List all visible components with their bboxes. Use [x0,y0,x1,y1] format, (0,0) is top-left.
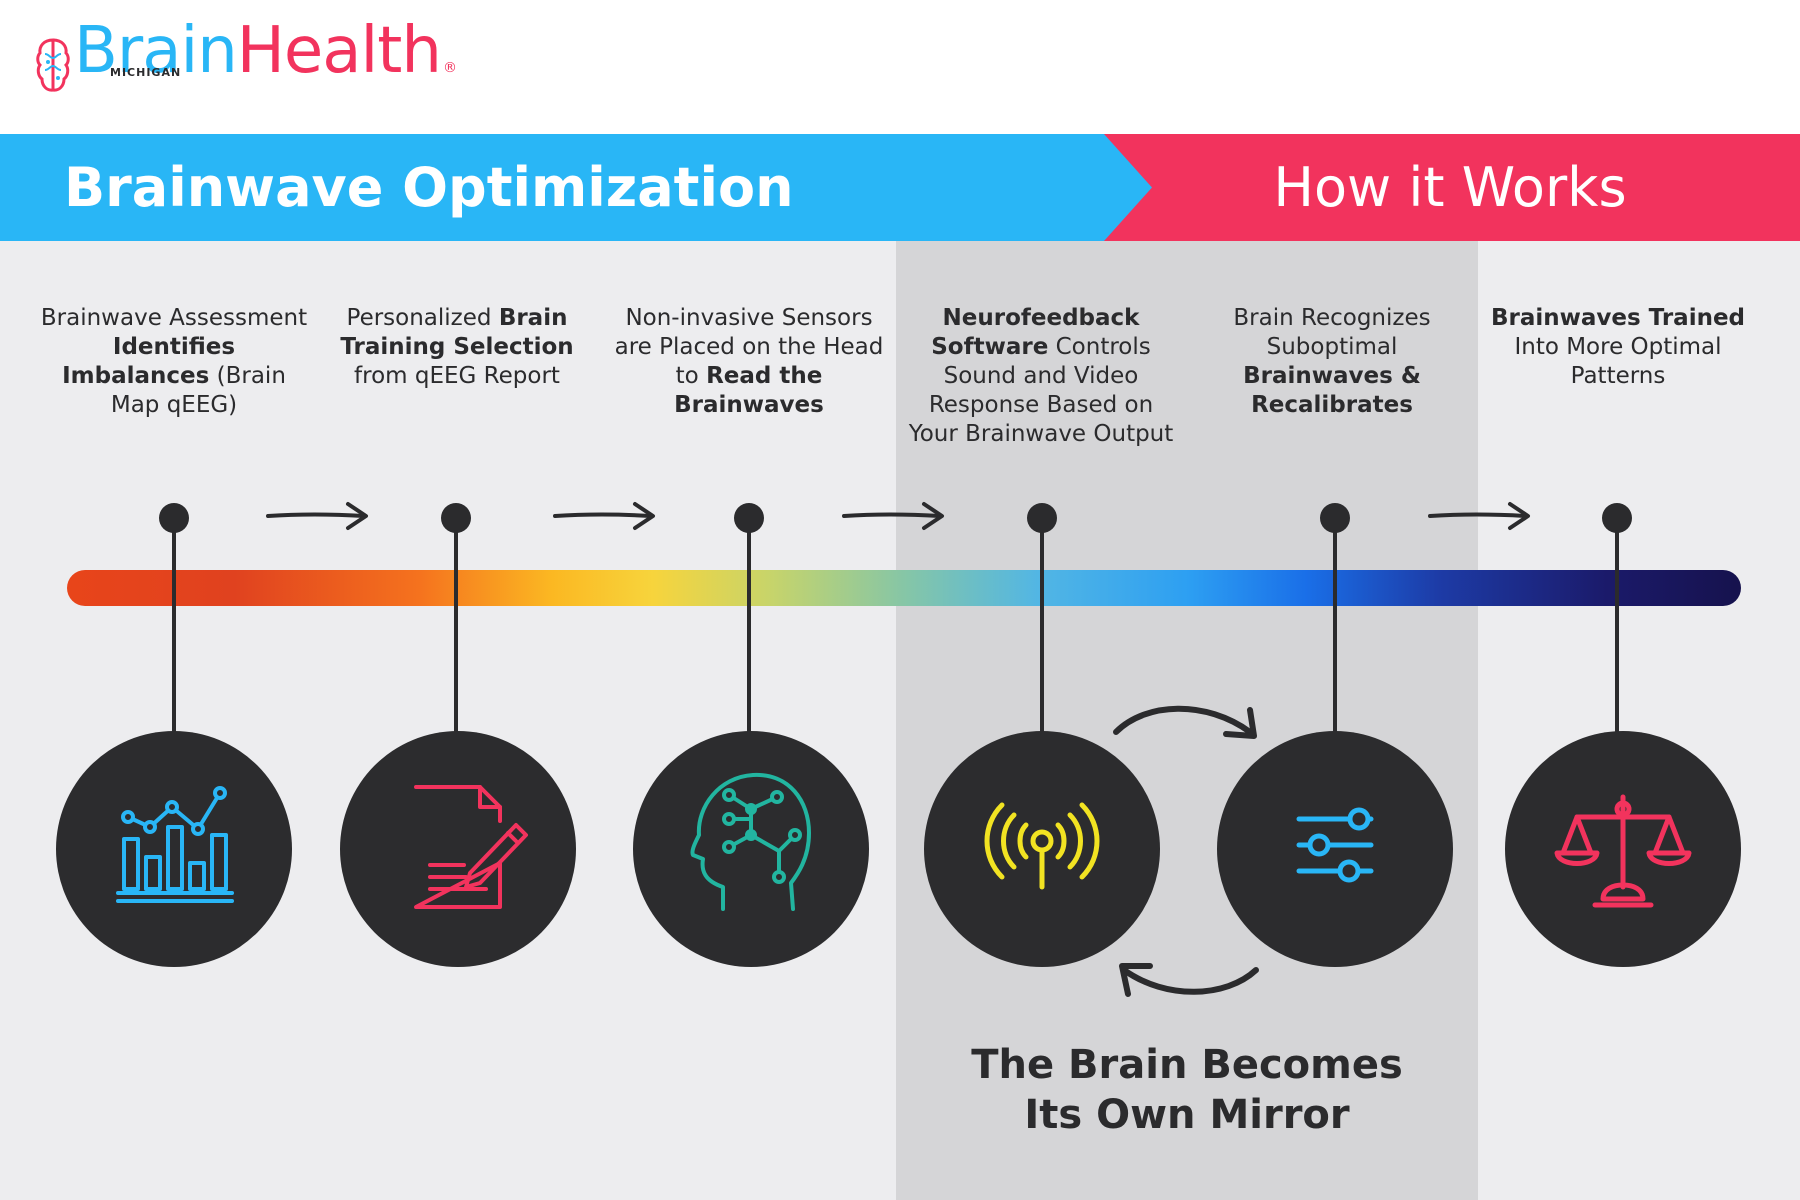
step-3-text: Non-invasive Sensors are Placed on the H… [614,304,884,420]
step-5-stem [1333,518,1337,736]
balance-scale-icon [1554,794,1692,908]
sliders-icon [1296,807,1374,883]
step-6-node [1505,731,1741,967]
mirror-highlight-panel [896,241,1478,1200]
step-1-node [56,731,292,967]
arrow-right-icon [266,502,368,530]
logo-registered-mark: ® [442,60,457,76]
head-circuit-icon [690,772,811,911]
step-2-text: Personalized Brain Training Selection fr… [322,304,592,391]
step-4-text-part: Controls Sound and Video Response Based … [908,334,1174,447]
logo-health-text: Health [236,14,442,88]
step-3-pin [734,503,764,533]
mirror-caption: The Brain Becomes Its Own Mirror [896,1040,1478,1140]
step-6-stem [1615,518,1619,736]
step-2-stem [454,518,458,736]
brainwave-spectrum-bar [67,570,1741,606]
step-1-text-part: (Brain Map qEEG) [110,363,286,418]
logo-brain-text: Brain [74,14,238,88]
banner-background [0,134,1800,241]
step-1-text-part: Identifies Imbalances [62,334,236,389]
step-3-text-part: Read the Brainwaves [674,363,824,418]
step-2-text-part: Personalized [346,305,499,331]
step-6-text-part: Into More Optimal Patterns [1514,334,1722,389]
step-2-pin [441,503,471,533]
banner-subtitle: How it Works [1273,156,1627,219]
broadcast-signal-icon [984,802,1100,890]
arrow-right-icon [1428,502,1530,530]
step-5-node [1217,731,1453,967]
step-2-node [340,731,576,967]
step-4-stem [1040,518,1044,736]
step-5-text-part: Brainwaves & Recalibrates [1243,363,1421,418]
step-3-stem [747,518,751,736]
caption-line-1: The Brain Becomes [971,1042,1403,1088]
banner-title: Brainwave Optimization [64,156,794,219]
cycle-arrow-forward-icon [1113,705,1257,739]
step-2-text-part: from qEEG Report [354,363,560,389]
bar-chart-icon [116,786,234,903]
step-4-pin [1027,503,1057,533]
step-6-pin [1602,503,1632,533]
step-3-text-part: Non-invasive Sensors are Placed on the H… [614,305,884,389]
step-1-text: Brainwave Assessment Identifies Imbalanc… [39,304,309,420]
step-4-node [924,731,1160,967]
caption-line-2: Its Own Mirror [1024,1092,1350,1138]
header-banner: Brainwave Optimization How it Works [0,134,1800,241]
step-4-text: Neurofeedback Software Controls Sound an… [906,304,1176,449]
logo-wordmark: BrainHealth® [74,11,457,108]
arrow-right-icon [553,502,655,530]
step-5-text: Brain Recognizes Suboptimal Brainwaves &… [1197,304,1467,420]
step-1-text-part: Brainwave Assessment [40,305,308,331]
document-pen-icon [414,785,528,909]
brain-logo-icon [36,38,70,92]
step-3-node [633,731,869,967]
step-1-stem [172,518,176,736]
step-2-text-part: Brain Training Selection [340,305,574,360]
logo-small-text: MICHIGAN [110,66,182,79]
brand-logo: BrainHealth® MICHIGAN [36,14,457,108]
step-6-text: Brainwaves Trained Into More Optimal Pat… [1483,304,1753,391]
step-5-pin [1320,503,1350,533]
step-5-text-part: Brain Recognizes Suboptimal [1233,305,1431,360]
step-6-text-part: Brainwaves Trained [1490,305,1746,331]
cycle-arrow-back-icon [1119,963,1259,997]
step-1-pin [159,503,189,533]
step-4-text-part: Neurofeedback Software [931,305,1140,360]
arrow-right-icon [842,502,944,530]
